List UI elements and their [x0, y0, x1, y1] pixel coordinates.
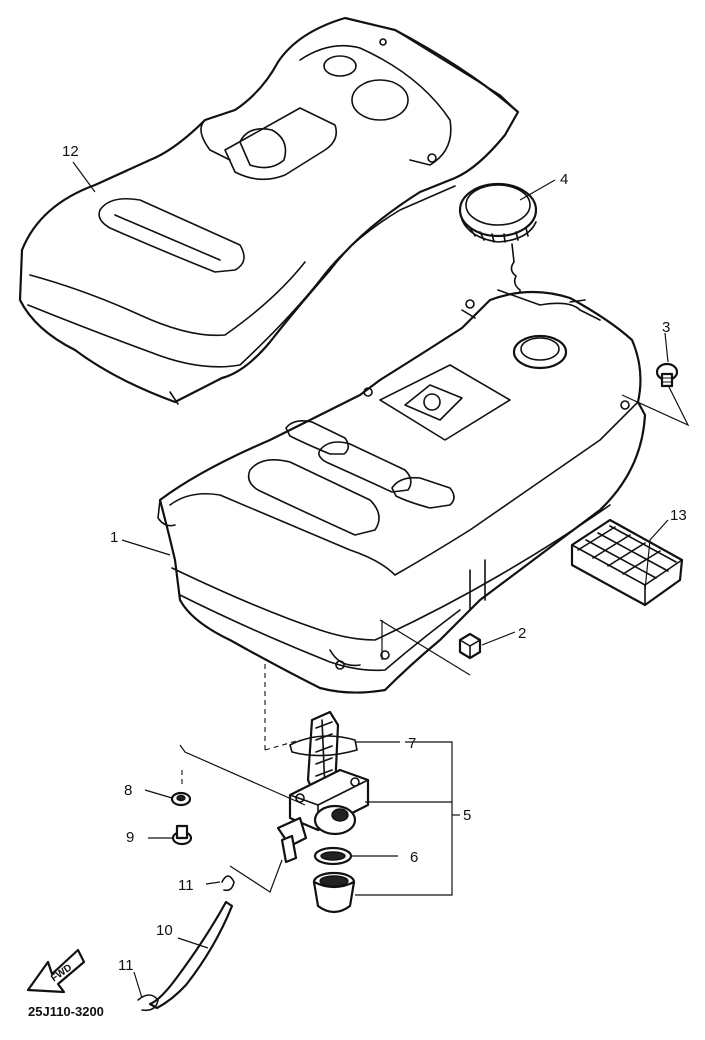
damper — [570, 518, 684, 607]
callout-11-upper: 11 — [178, 877, 194, 894]
callout-2: 2 — [518, 625, 526, 642]
callout-5: 5 — [463, 807, 471, 824]
callout-8: 8 — [124, 782, 132, 799]
callout-10: 10 — [156, 922, 173, 939]
diagram-code: 25J110-3200 — [28, 1004, 104, 1019]
callout-3: 3 — [662, 319, 670, 336]
clip-11-upper — [221, 875, 235, 892]
bolt-9 — [171, 824, 193, 846]
callout-9: 9 — [126, 829, 134, 846]
o-ring — [313, 846, 353, 866]
forward-arrow: FWD — [26, 948, 86, 994]
callout-11-lower: 11 — [118, 957, 134, 974]
callout-12: 12 — [62, 143, 79, 160]
leader-lines — [72, 161, 690, 999]
washer-8 — [170, 791, 192, 807]
callout-1: 1 — [110, 529, 118, 546]
callout-7: 7 — [408, 735, 416, 752]
fuel-cock — [264, 660, 370, 864]
callouts: 12 4 3 1 13 2 7 5 6 8 9 11 10 11 — [62, 143, 687, 974]
strainer-cup — [312, 871, 356, 914]
fuel-cap — [458, 182, 538, 301]
callout-4: 4 — [560, 171, 568, 188]
tank-cover — [18, 16, 520, 405]
nut-2 — [458, 632, 482, 660]
callout-6: 6 — [410, 849, 418, 866]
clip-11-lower — [137, 994, 159, 1012]
screw-3 — [655, 362, 679, 388]
fuel-hose — [148, 900, 234, 1010]
fuel-tank — [157, 289, 647, 694]
callout-13: 13 — [670, 507, 687, 524]
